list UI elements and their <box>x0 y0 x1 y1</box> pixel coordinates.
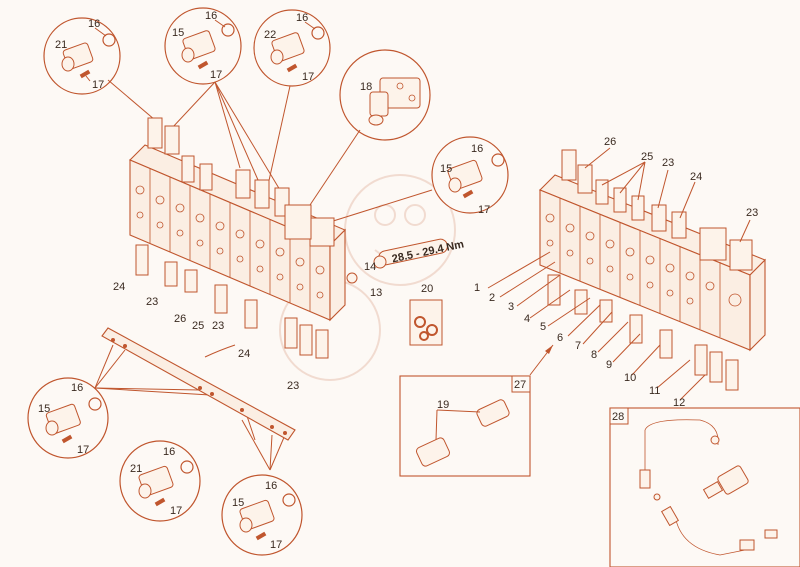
callout-7: 7 <box>575 340 581 352</box>
callout-23: 23 <box>746 207 758 219</box>
detail-box-28 <box>609 407 800 567</box>
callout-9: 9 <box>606 359 612 371</box>
callout-11: 11 <box>649 385 660 397</box>
box-label-28: 28 <box>612 411 624 423</box>
callout-23: 23 <box>146 296 158 308</box>
callout-15: 15 <box>172 27 184 39</box>
callout-25: 25 <box>641 151 653 163</box>
callout-17: 17 <box>77 444 89 456</box>
callout-13: 13 <box>370 287 382 299</box>
callout-16: 16 <box>71 382 83 394</box>
detail-circle-18 <box>339 49 431 141</box>
callout-14: 14 <box>364 261 376 273</box>
detail-circle-15-b <box>431 136 509 214</box>
detail-circle-21 <box>43 17 121 95</box>
callout-17: 17 <box>302 71 314 83</box>
callout-1: 1 <box>474 282 480 294</box>
callout-12: 12 <box>673 397 685 409</box>
detail-circle-15-c <box>27 377 109 459</box>
callout-16: 16 <box>88 18 100 30</box>
torque-wrench-icon: 28.5 - 29.4 Nm <box>373 238 465 269</box>
callout-22: 22 <box>264 29 276 41</box>
callout-17: 17 <box>210 69 222 81</box>
callout-17: 17 <box>270 539 282 551</box>
detail-circle-15-d <box>221 474 303 556</box>
callout-17: 17 <box>170 505 182 517</box>
callout-16: 16 <box>296 12 308 24</box>
callout-labels: 16 21 17 16 15 17 16 22 17 18 16 15 17 1… <box>38 10 758 551</box>
callout-23: 23 <box>662 157 674 169</box>
callout-24: 24 <box>113 281 125 293</box>
callout-26: 26 <box>174 313 186 325</box>
callout-17: 17 <box>92 79 104 91</box>
callout-15: 15 <box>232 497 244 509</box>
callout-17: 17 <box>478 204 490 216</box>
callout-16: 16 <box>205 10 217 22</box>
callout-8: 8 <box>591 349 597 361</box>
callout-21: 21 <box>130 463 142 475</box>
callout-19: 19 <box>437 399 449 411</box>
callout-10: 10 <box>624 372 636 384</box>
detail-box-27 <box>399 344 554 477</box>
detail-circle-15-a <box>164 7 242 85</box>
callout-26: 26 <box>604 136 616 148</box>
oring-bag <box>409 299 443 346</box>
detail-circle-22 <box>253 9 331 87</box>
callout-2: 2 <box>489 292 495 304</box>
callout-4: 4 <box>524 313 530 325</box>
callout-15: 15 <box>440 163 452 175</box>
callout-18: 18 <box>360 81 372 93</box>
left-control-valve <box>129 117 358 359</box>
callout-16: 16 <box>265 480 277 492</box>
callout-23: 23 <box>287 380 299 392</box>
callout-24: 24 <box>690 171 702 183</box>
callout-3: 3 <box>508 301 514 313</box>
callout-23: 23 <box>212 320 224 332</box>
callout-20: 20 <box>421 283 433 295</box>
gasket-strip <box>101 327 296 441</box>
callout-16: 16 <box>471 143 483 155</box>
box-label-27: 27 <box>514 379 526 391</box>
callout-5: 5 <box>540 321 546 333</box>
callout-16: 16 <box>163 446 175 458</box>
right-leader-lines <box>487 147 751 401</box>
leader-lines <box>94 79 433 471</box>
callout-15: 15 <box>38 403 50 415</box>
detail-circle-21-b <box>119 440 201 522</box>
right-control-valve <box>539 149 766 391</box>
callout-24: 24 <box>238 348 250 360</box>
callout-21: 21 <box>55 39 67 51</box>
callout-25: 25 <box>192 320 204 332</box>
callout-6: 6 <box>557 332 563 344</box>
